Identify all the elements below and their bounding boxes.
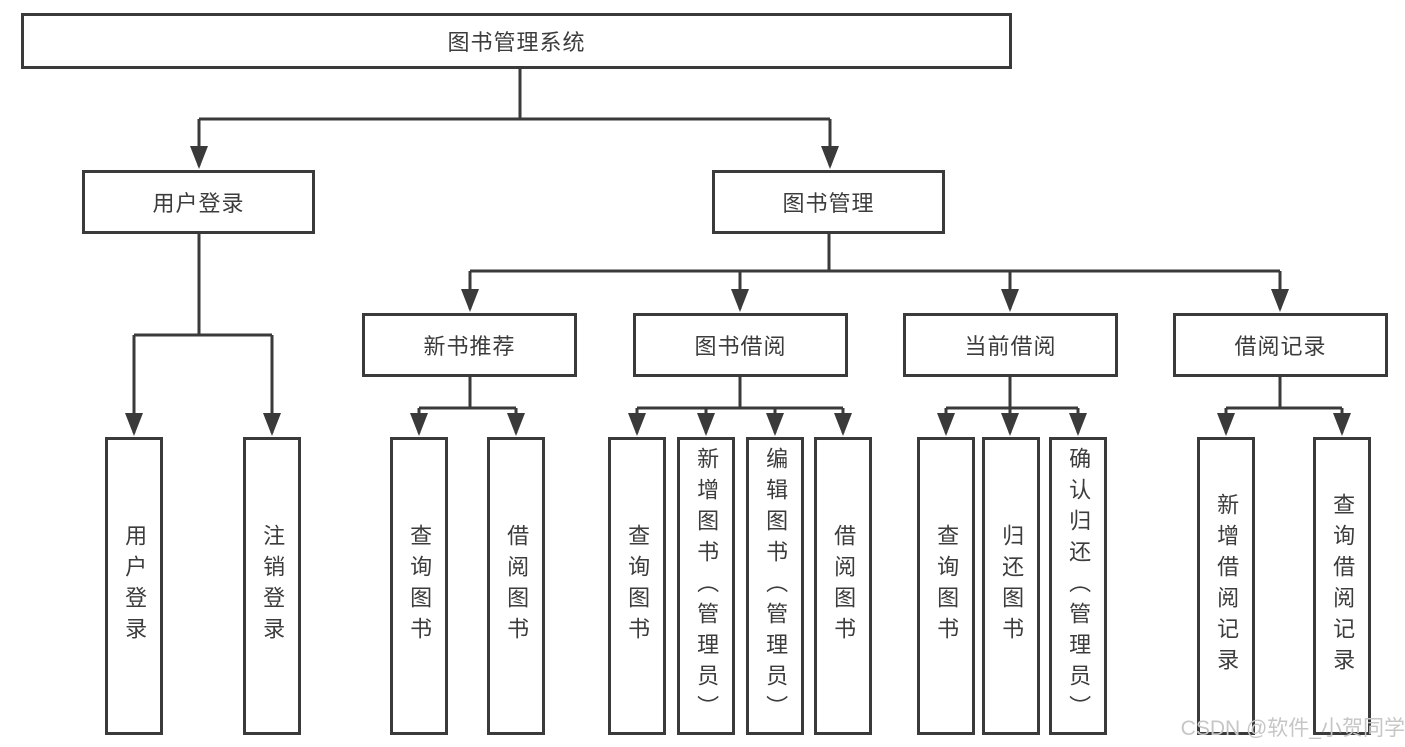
leaf-return-books-label: 归还图书 (999, 524, 1025, 648)
node-book-management-label: 图书管理 (782, 191, 875, 216)
leaf-edit-books-admin: 编辑图书（管理员） (746, 437, 804, 735)
leaf-borrow-books: 借阅图书 (814, 437, 872, 735)
leaf-query-books-recommend: 查询图书 (390, 437, 448, 735)
leaf-borrow-books-recommend: 借阅图书 (487, 437, 545, 735)
leaf-query-books-recommend-label: 查询图书 (407, 524, 433, 648)
leaf-logout: 注销登录 (243, 437, 301, 735)
leaf-edit-books-admin-label: 编辑图书（管理员） (763, 446, 789, 726)
node-user-login: 用户登录 (82, 170, 315, 234)
node-borrowing-records: 借阅记录 (1173, 313, 1388, 377)
leaf-query-borrow-record: 查询借阅记录 (1313, 437, 1371, 735)
node-user-login-label: 用户登录 (152, 191, 245, 216)
leaf-confirm-return-admin-label: 确认归还（管理员） (1066, 446, 1092, 726)
node-current-borrowing-label: 当前借阅 (964, 334, 1057, 359)
leaf-add-books-admin-label: 新增图书（管理员） (694, 446, 720, 726)
node-book-borrowing-label: 图书借阅 (694, 334, 787, 359)
leaf-query-books-current-label: 查询图书 (934, 524, 960, 648)
leaf-add-borrow-record: 新增借阅记录 (1197, 437, 1255, 735)
leaf-query-borrow-record-label: 查询借阅记录 (1330, 493, 1356, 679)
root-node-library-management-system: 图书管理系统 (21, 13, 1012, 69)
node-book-borrowing: 图书借阅 (633, 313, 848, 377)
leaf-user-login: 用户登录 (105, 437, 163, 735)
node-borrowing-records-label: 借阅记录 (1234, 334, 1327, 359)
node-new-book-recommendation: 新书推荐 (362, 313, 577, 377)
leaf-borrow-books-recommend-label: 借阅图书 (504, 524, 530, 648)
leaf-user-login-label: 用户登录 (122, 524, 148, 648)
node-current-borrowing: 当前借阅 (903, 313, 1118, 377)
leaf-add-borrow-record-label: 新增借阅记录 (1214, 493, 1240, 679)
arrowheads (125, 146, 1351, 436)
leaf-query-books-borrow-label: 查询图书 (625, 524, 651, 648)
leaf-logout-label: 注销登录 (260, 524, 286, 648)
leaf-query-books-borrow: 查询图书 (608, 437, 666, 735)
leaf-add-books-admin: 新增图书（管理员） (677, 437, 735, 735)
leaf-return-books: 归还图书 (982, 437, 1040, 735)
node-new-book-recommendation-label: 新书推荐 (423, 334, 516, 359)
leaf-query-books-current: 查询图书 (917, 437, 975, 735)
leaf-borrow-books-label: 借阅图书 (831, 524, 857, 648)
leaf-confirm-return-admin: 确认归还（管理员） (1049, 437, 1107, 735)
root-node-label: 图书管理系统 (447, 30, 586, 55)
csdn-watermark: CSDN @软件_小贺同学 (1180, 717, 1405, 740)
node-book-management: 图书管理 (712, 170, 945, 234)
